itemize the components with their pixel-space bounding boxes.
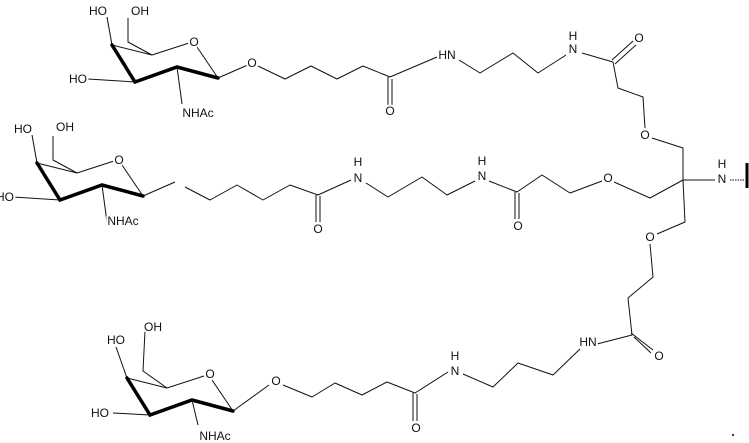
- amide-nh-label: HN: [579, 335, 596, 349]
- amide-n-label: N: [569, 42, 578, 56]
- hydroxyl-label: HO: [69, 72, 87, 86]
- amide-h-label: H: [451, 349, 460, 363]
- amide-n-label: N: [451, 364, 460, 378]
- ether-oxygen-label: O: [603, 171, 612, 185]
- ether-oxygen-label: O: [247, 56, 256, 70]
- nhac-label: NHAc: [199, 429, 230, 443]
- hydroxyl-label: OH: [56, 120, 74, 134]
- ring-oxygen-label: O: [189, 35, 198, 49]
- amine-h-label: H: [718, 157, 727, 171]
- nhac-label: NHAc: [182, 106, 213, 120]
- carbonyl-oxygen-label: O: [385, 104, 394, 118]
- ether-oxygen-label: O: [640, 128, 649, 142]
- hydroxyl-label: HO: [107, 333, 125, 347]
- linker-chain-top: O O HN N H O O: [247, 29, 683, 180]
- period-dot: [732, 434, 734, 436]
- amide-n-label: N: [478, 169, 487, 183]
- hydroxyl-label: HO: [89, 4, 107, 18]
- galnac-unit-top: HO OH O HO NHAc: [69, 4, 250, 120]
- amide-n-label: N: [354, 171, 363, 185]
- linker-chain-middle: O N H N H O O: [185, 154, 683, 236]
- core-attachment: N H: [683, 157, 747, 188]
- ether-oxygen-label: O: [271, 374, 280, 388]
- amine-n-label: N: [718, 172, 727, 186]
- carbonyl-oxygen-label: O: [634, 31, 643, 45]
- carbonyl-oxygen-label: O: [411, 421, 420, 435]
- carbonyl-oxygen-label: O: [313, 222, 322, 236]
- carbonyl-oxygen-label: O: [513, 219, 522, 233]
- nhac-label: NHAc: [107, 214, 138, 228]
- hydroxyl-label: HO: [14, 122, 32, 136]
- amide-nh-label: HN: [438, 48, 455, 62]
- amide-h-label: H: [354, 155, 363, 169]
- ring-oxygen-label: O: [205, 367, 214, 381]
- hydroxyl-label: OH: [131, 4, 149, 18]
- linker-chain-bottom: O O HN N H O O: [271, 180, 685, 435]
- ether-oxygen-label: O: [645, 230, 654, 244]
- amide-h-label: H: [478, 154, 487, 168]
- galnac-unit-middle: HO OH O HO NHAc: [0, 120, 175, 228]
- carbonyl-oxygen-label: O: [654, 349, 663, 363]
- galnac-unit-bottom: HO OH O HO NHAc: [91, 320, 269, 443]
- hydroxyl-label: OH: [144, 320, 162, 334]
- amide-h-label: H: [569, 29, 578, 43]
- hydroxyl-label: HO: [91, 406, 109, 420]
- hydroxyl-label: HO: [0, 190, 14, 204]
- ring-oxygen-label: O: [114, 153, 123, 167]
